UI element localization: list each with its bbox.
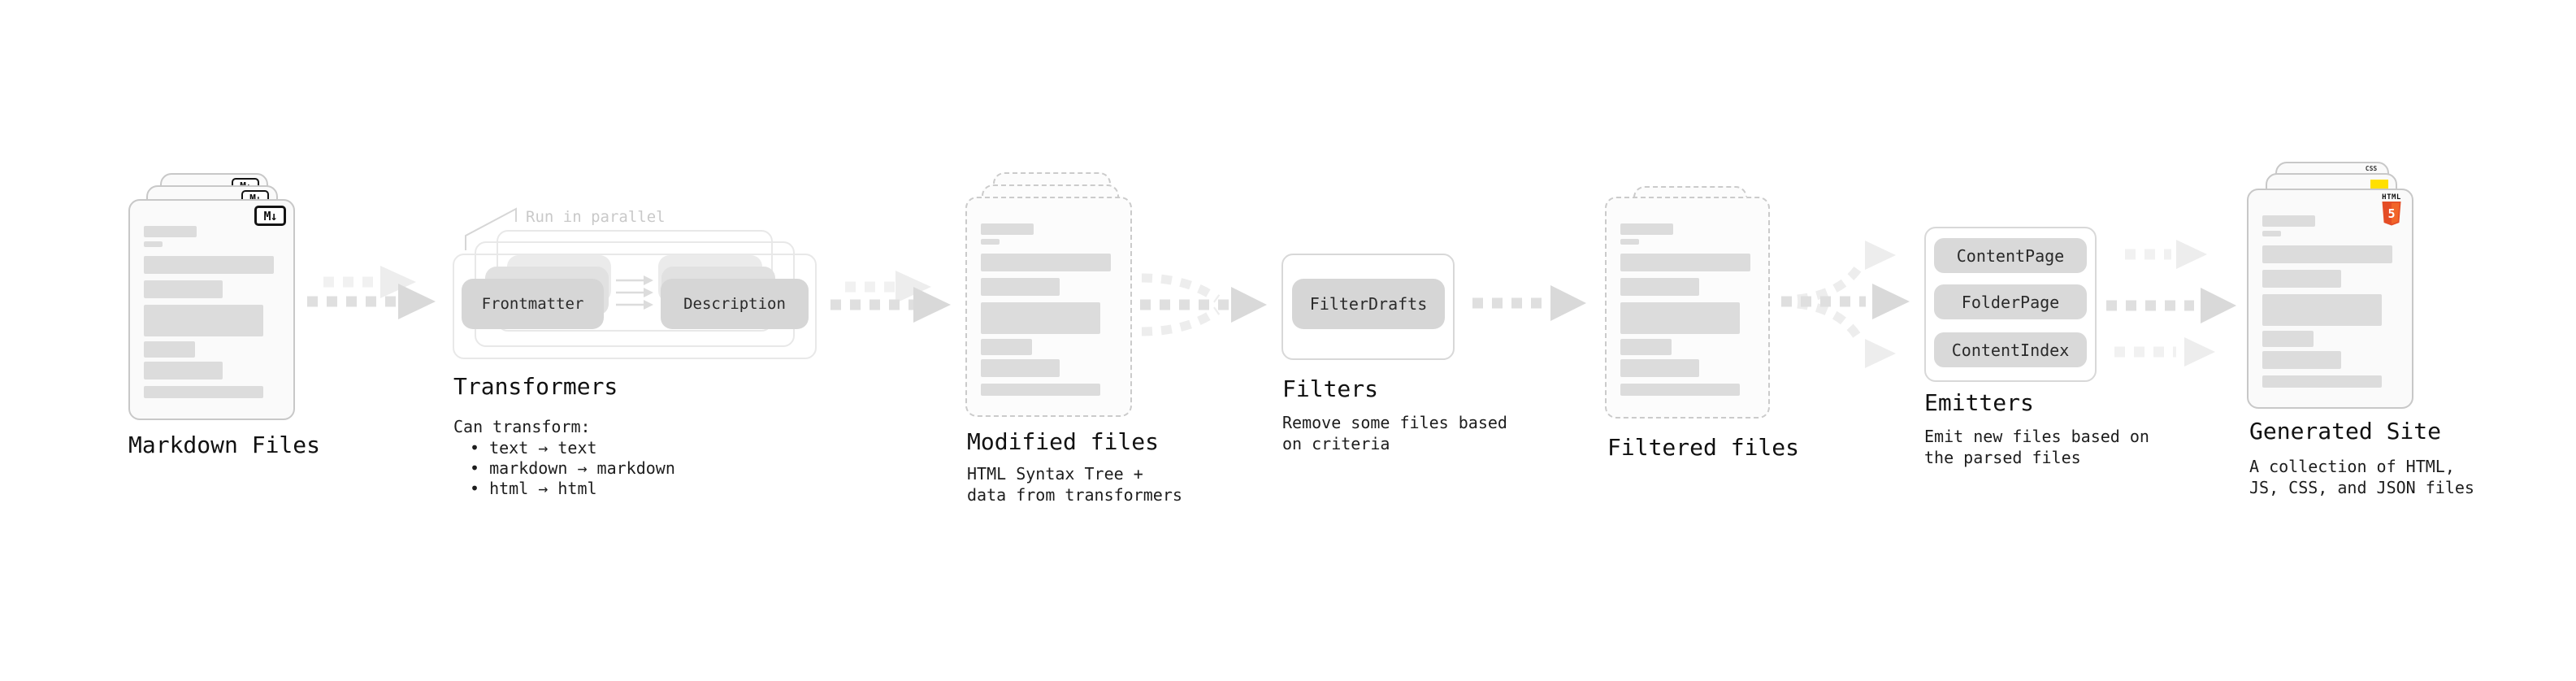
placeholder-bar — [2262, 331, 2314, 347]
placeholder-bar — [144, 341, 195, 358]
html-document-front: HTML 5 — [2247, 189, 2413, 409]
html5-shield: 5 — [2382, 202, 2401, 226]
contentpage-pill: ContentPage — [1934, 238, 2087, 273]
placeholder-bar — [1620, 302, 1740, 334]
emitters-label: Emitters — [1924, 389, 2034, 416]
frontmatter-pill: Frontmatter — [462, 279, 604, 329]
placeholder-bar — [981, 239, 1000, 245]
modified-files-label: Modified files — [967, 428, 1160, 455]
transformer-frame-front — [453, 254, 817, 359]
arrow-filters-to-filtered — [1472, 285, 1586, 321]
placeholder-bar — [2262, 375, 2382, 388]
folderpage-pill: FolderPage — [1934, 284, 2087, 319]
placeholder-bar — [144, 280, 223, 298]
emitters-caption: Emit new files based on the parsed files — [1924, 427, 2149, 467]
placeholder-bar — [2262, 270, 2341, 288]
placeholder-bar — [981, 339, 1032, 355]
markdown-document-front: M↓ — [128, 199, 295, 420]
placeholder-bar — [1620, 239, 1639, 245]
filterdrafts-pill: FilterDrafts — [1292, 279, 1445, 329]
html5-icon: HTML 5 — [2381, 193, 2402, 226]
filtered-document-front — [1605, 197, 1770, 419]
placeholder-bar — [144, 226, 197, 237]
placeholder-bar — [2262, 231, 2281, 236]
contentindex-pill: ContentIndex — [1934, 332, 2087, 367]
placeholder-bar — [144, 241, 163, 247]
markdown-files-label: Markdown Files — [128, 432, 321, 458]
generated-site-caption: A collection of HTML, JS, CSS, and JSON … — [2249, 457, 2474, 497]
placeholder-bar — [144, 305, 263, 336]
svg-text:5: 5 — [2387, 206, 2395, 221]
placeholder-bar — [1620, 384, 1740, 396]
filtered-files-label: Filtered files — [1607, 434, 1800, 461]
description-pill: Description — [661, 279, 809, 329]
placeholder-bar — [981, 223, 1034, 235]
placeholder-bar — [2262, 351, 2341, 369]
generated-site-label: Generated Site — [2249, 418, 2442, 445]
run-in-parallel-leader-line — [465, 207, 517, 250]
arrow-frontmatter-to-description — [616, 275, 653, 310]
placeholder-bar — [1620, 223, 1673, 235]
filters-label: Filters — [1282, 375, 1379, 402]
arrow-filtered-to-emitters — [1781, 241, 1910, 368]
arrow-modified-to-filters — [1140, 273, 1267, 336]
placeholder-bar — [2262, 294, 2382, 326]
placeholder-bar — [144, 386, 263, 398]
placeholder-bar — [144, 256, 274, 274]
placeholder-bar — [981, 278, 1060, 296]
transformers-label: Transformers — [453, 373, 618, 400]
transformers-caption: Can transform: — [453, 417, 591, 436]
js-icon — [2370, 180, 2388, 191]
placeholder-bar — [2262, 215, 2315, 227]
placeholder-bar — [981, 302, 1100, 334]
transformers-bullet: • html → html — [470, 479, 597, 498]
placeholder-bar — [2262, 245, 2392, 263]
placeholder-bar — [1620, 359, 1699, 377]
placeholder-bar — [1620, 254, 1750, 271]
placeholder-bar — [1620, 339, 1672, 355]
arrow-markdown-to-transformers — [307, 266, 436, 319]
modified-document-front — [965, 197, 1132, 417]
run-in-parallel-annotation: Run in parallel — [526, 208, 666, 226]
arrow-transformers-to-modified — [830, 271, 951, 323]
placeholder-bar — [981, 254, 1111, 271]
placeholder-bar — [1620, 278, 1699, 296]
modified-files-caption: HTML Syntax Tree + data from transformer… — [967, 464, 1182, 505]
filters-caption: Remove some files based on criteria — [1282, 413, 1507, 453]
transformers-bullet: • markdown → markdown — [470, 458, 675, 478]
placeholder-bar — [981, 384, 1100, 396]
placeholder-bar — [144, 362, 223, 380]
markdown-icon: M↓ — [254, 206, 286, 226]
transformers-bullet: • text → text — [470, 438, 597, 458]
arrow-emitters-to-generated — [2106, 240, 2236, 367]
placeholder-bar — [981, 359, 1060, 377]
